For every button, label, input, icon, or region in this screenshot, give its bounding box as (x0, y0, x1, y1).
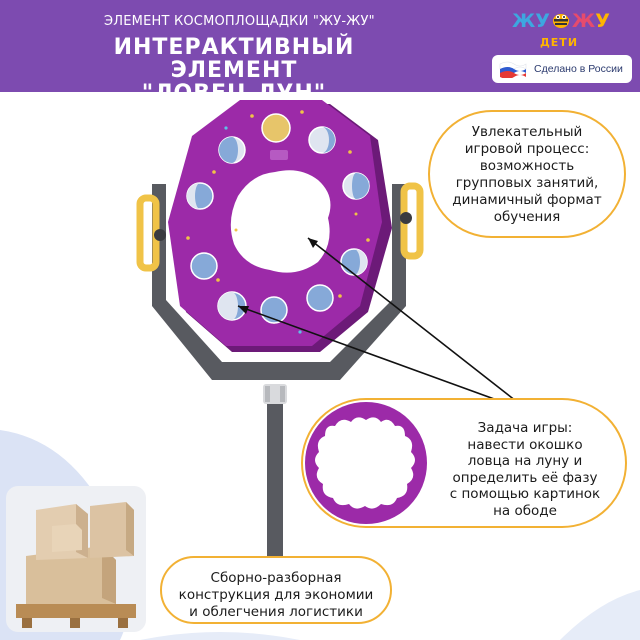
russia-flag-icon (499, 61, 527, 78)
packaging-illustration (6, 486, 146, 632)
header-banner: ЭЛЕМЕНТ КОСМОПЛОЩАДКИ "ЖУ-ЖУ" ИНТЕРАКТИВ… (0, 0, 640, 105)
callout-line: возможность (479, 158, 575, 174)
logo-letter: У (595, 10, 610, 32)
page-title: ИНТЕРАКТИВНЫЙ ЭЛЕМЕНТ "ЛОВЕЦ ЛУН" (48, 36, 420, 105)
logo-letter: Ж (571, 10, 596, 32)
logo-letters: ЖУ ЖУ (512, 10, 610, 32)
callout-line: ловца на луну и (467, 453, 583, 469)
bee-icon (550, 11, 572, 29)
callout-line: динамичный формат (452, 192, 602, 208)
callout-line: Увлекательный (471, 124, 583, 140)
brand-logo: ЖУ ЖУ ДЕТИ (512, 10, 616, 49)
logo-subtitle: ДЕТИ (540, 36, 579, 49)
header-subtitle: ЭЛЕМЕНТ КОСМОПЛОЩАДКИ "ЖУ-ЖУ" (104, 14, 375, 29)
callout-line: на ободе (493, 502, 557, 519)
badge-text: Сделано в России (534, 63, 623, 75)
callout-construction: Сборно-разборная конструкция для экономи… (160, 556, 392, 624)
title-line-1: ИНТЕРАКТИВНЫЙ ЭЛЕМЕНТ (113, 35, 355, 83)
logo-letter: Ж (512, 10, 536, 32)
title-line-2: "ЛОВЕЦ ЛУН" (141, 81, 327, 106)
callout-line: групповых занятий, (455, 175, 599, 191)
logo-letter: У (535, 10, 550, 32)
callout-gameplay: Увлекательный игровой процесс: возможнос… (428, 110, 626, 238)
callout-line: Сборно-разборная (210, 570, 342, 586)
callout-line: с помощью картинок (449, 486, 601, 502)
callout-line: конструкция для экономии (178, 587, 374, 603)
callout-line: обучения (493, 209, 561, 225)
window-detail-zoom (305, 402, 427, 524)
callout-line: определить её фазу (452, 469, 598, 486)
made-in-russia-badge: Сделано в России (492, 55, 632, 83)
callout-line: навести окошко (467, 436, 583, 453)
callout-line: и облегчения логистики (189, 604, 363, 620)
callout-line: Задача игры: (477, 420, 573, 436)
callout-line: игровой процесс: (464, 141, 590, 157)
